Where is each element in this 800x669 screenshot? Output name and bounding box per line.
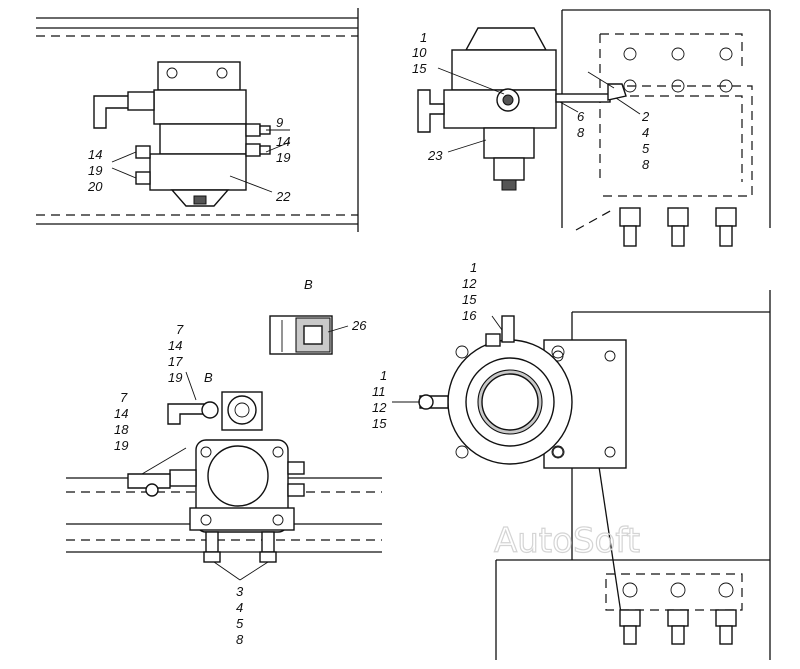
- label: 11: [372, 384, 386, 399]
- watermark: AutoSoft: [494, 521, 640, 561]
- view-top-left: [36, 8, 359, 232]
- label: 15: [372, 416, 387, 431]
- label: 17: [168, 354, 183, 369]
- label: 18: [114, 422, 129, 437]
- label: 6: [577, 109, 585, 124]
- label: 20: [87, 179, 103, 194]
- label: 19: [276, 150, 290, 165]
- label: 14: [168, 338, 182, 353]
- label: 4: [642, 125, 649, 140]
- detail-b: [269, 315, 349, 355]
- label: 8: [236, 632, 244, 647]
- label: 12: [372, 400, 387, 415]
- view-top-right: [417, 9, 771, 247]
- label: 5: [642, 141, 650, 156]
- label: 8: [642, 157, 650, 172]
- label: 5: [236, 616, 244, 631]
- label: 19: [114, 438, 128, 453]
- labels-bottom-right: 1 12 15 16 1 11 12 15: [372, 260, 477, 431]
- label: 7: [120, 390, 128, 405]
- label: 3: [236, 584, 244, 599]
- labels-top-left: 9 14 19 14 19 20 22: [87, 115, 291, 204]
- label: 16: [462, 308, 477, 323]
- label: 7: [176, 322, 184, 337]
- label: 19: [168, 370, 182, 385]
- label: 1: [470, 260, 477, 275]
- label: 15: [412, 61, 427, 76]
- labels-bottom-left: В 26 7 14 17 19 В 7 14 18 19 3 4 5 8: [114, 277, 367, 647]
- label: 4: [236, 600, 243, 615]
- label: 1: [380, 368, 387, 383]
- label: 14: [276, 134, 290, 149]
- view-bottom-right: [392, 290, 771, 660]
- label: 26: [351, 318, 367, 333]
- label: 12: [462, 276, 477, 291]
- view-bottom-left: [66, 371, 382, 581]
- label: 10: [412, 45, 427, 60]
- detail-title: В: [304, 277, 313, 292]
- labels-top-right: 1 10 15 23 6 8 2 4 5 8: [412, 30, 650, 172]
- label: 14: [88, 147, 102, 162]
- label: 23: [427, 148, 443, 163]
- label: 22: [275, 189, 291, 204]
- label: 2: [641, 109, 650, 124]
- label: 19: [88, 163, 102, 178]
- label: В: [204, 370, 213, 385]
- label: 8: [577, 125, 585, 140]
- label: 15: [462, 292, 477, 307]
- label: 14: [114, 406, 128, 421]
- label: 1: [420, 30, 427, 45]
- label: 9: [276, 115, 283, 130]
